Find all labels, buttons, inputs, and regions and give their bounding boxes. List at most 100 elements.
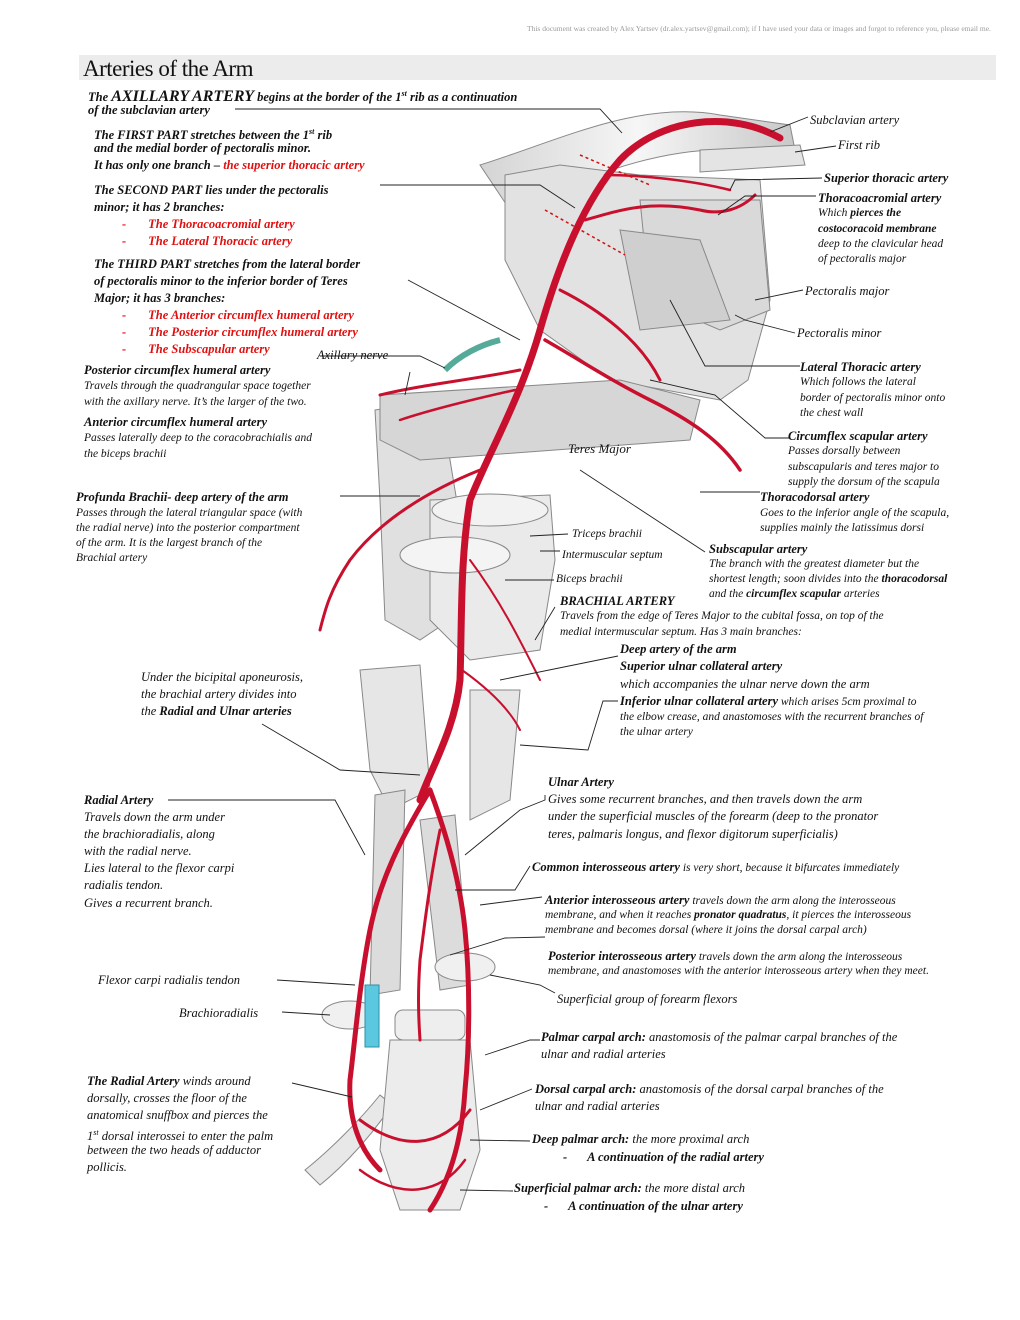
wrist-cut: [394, 1009, 466, 1041]
first-part-line-3: It has only one branch – the superior th…: [94, 158, 365, 172]
label-winds-4: 1st dorsal interossei to enter the palm: [87, 1128, 274, 1144]
intro-line-1: The AXILLARY ARTERY begins at the border…: [88, 88, 518, 106]
inferior-ulnar-collateral-branch: [461, 669, 521, 731]
profunda-brachii-branch: [318, 468, 482, 632]
label-td-desc-1: Goes to the inferior angle of the scapul…: [760, 507, 950, 519]
third-part-branch-2: -The Posterior circumflex humeral artery: [122, 325, 358, 339]
label-intermuscular-septum: Intermuscular septum: [562, 549, 663, 561]
label-bicipital-1: Under the bicipital aponeurosis,: [141, 670, 304, 684]
label-ulnar-desc-1: Gives some recurrent branches, and then …: [548, 792, 863, 806]
label-posterior-circumflex-desc-2: with the axillary nerve. It’s the larger…: [84, 396, 307, 408]
biceps-cut: [399, 536, 511, 574]
label-radial-desc-2: the brachioradialis, along: [84, 827, 215, 841]
radial-artery-path: [347, 787, 433, 1173]
superior-thoracic-branch: [603, 173, 732, 192]
label-posterior-interosseous: Posterior interosseous artery travels do…: [548, 949, 903, 963]
label-td-desc-2: supplies mainly the latissimus dorsi: [760, 522, 925, 534]
label-brachial-branch-3: Inferior ulnar collateral artery which a…: [620, 694, 917, 708]
label-profunda-title: Profunda Brachii- deep artery of the arm: [76, 490, 289, 504]
label-pectoralis-minor: Pectoralis minor: [797, 326, 882, 340]
first-part-line-1: The FIRST PART stretches between the 1st…: [94, 127, 333, 143]
label-subscapular: Subscapular artery: [709, 542, 808, 556]
label-superior-thoracic: Superior thoracic artery: [824, 171, 949, 185]
third-part-line-3: Major; it has 3 branches:: [94, 291, 226, 305]
label-winds-1: The Radial Artery winds around: [87, 1074, 251, 1088]
radius-bone: [369, 789, 406, 996]
label-subclavian: Subclavian artery: [810, 113, 900, 127]
label-anterior-interosseous-desc-1: membrane, and when it reaches pronator q…: [545, 909, 912, 921]
label-brachial-artery: BRACHIAL ARTERY: [560, 594, 675, 608]
label-fcr-tendon: Flexor carpi radialis tendon: [98, 973, 240, 987]
label-deep-palmar-sub: -A continuation of the radial artery: [563, 1150, 764, 1164]
label-common-interosseous: Common interosseous artery is very short…: [532, 860, 900, 874]
label-brachial-branch-2-desc: which accompanies the ulnar nerve down t…: [620, 677, 870, 691]
label-teres-major: Teres Major: [568, 441, 631, 456]
label-superficial-palmar-sub: -A continuation of the ulnar artery: [544, 1199, 743, 1213]
label-brachioradialis: Brachioradialis: [179, 1006, 259, 1020]
label-anterior-circumflex-desc-2: the biceps brachii: [84, 448, 167, 460]
label-dorsal-carpal-arch: Dorsal carpal arch: anastomosis of the d…: [535, 1082, 884, 1096]
elbow-bones: [359, 664, 431, 811]
third-part-branch-3: -The Subscapular artery: [122, 342, 270, 356]
elbow-bones-2: [469, 689, 521, 821]
label-winds-6: pollicis.: [87, 1160, 127, 1174]
label-cs-desc-2: subscapularis and teres major to: [788, 461, 939, 473]
third-part-line-2: of pectoralis minor to the inferior bord…: [94, 274, 348, 288]
second-part-branch-1: -The Thoracoacromial artery: [122, 217, 295, 231]
triceps-cut: [431, 493, 549, 527]
label-brachial-desc-2: medial intermuscular septum. Has 3 main …: [560, 626, 802, 638]
label-circumflex-scapular: Circumflex scapular artery: [788, 429, 928, 443]
label-ulnar-desc-2: under the superficial muscles of the for…: [548, 809, 879, 823]
label-profunda-desc-1: Passes through the lateral triangular sp…: [76, 507, 303, 519]
label-palmar-carpal-arch-2: ulnar and radial arteries: [541, 1047, 666, 1061]
label-ta-desc-3: deep to the clavicular head: [818, 238, 944, 250]
label-anterior-interosseous: Anterior interosseous artery travels dow…: [545, 893, 896, 907]
label-cs-desc-3: supply the dorsum of the scapula: [788, 476, 940, 488]
label-brachial-branch-3-desc-1: the elbow crease, and anastomoses with t…: [620, 711, 924, 723]
second-part-line-2: minor; it has 2 branches:: [94, 200, 225, 214]
label-superficial-group: Superficial group of forearm flexors: [557, 992, 738, 1006]
label-anterior-circumflex-title: Anterior circumflex humeral artery: [84, 415, 267, 429]
label-brachial-desc-1: Travels from the edge of Teres Major to …: [560, 610, 884, 622]
superficial-arch-path: [358, 1158, 467, 1191]
label-bicipital-2: the brachial artery divides into: [141, 687, 297, 701]
third-part-branch-1: -The Anterior circumflex humeral artery: [122, 308, 354, 322]
label-posterior-circumflex-desc-1: Travels through the quadrangular space t…: [84, 380, 311, 392]
page-title: Arteries of the Arm: [83, 56, 253, 81]
posterior-circumflex-branch: [378, 368, 522, 397]
label-ss-desc-1: The branch with the greatest diameter bu…: [709, 558, 920, 570]
label-palmar-carpal-arch: Palmar carpal arch: anastomosis of the p…: [541, 1030, 898, 1044]
label-brachial-branch-2: Superior ulnar collateral artery: [620, 659, 783, 673]
label-ss-desc-2: shortest length; soon divides into the t…: [709, 573, 948, 585]
label-ta-desc-2: costocoracoid membrane: [818, 223, 937, 235]
label-pectoralis-major: Pectoralis major: [805, 284, 890, 298]
second-part-branch-2: -The Lateral Thoracic artery: [122, 234, 293, 248]
label-radial-desc-3: with the radial nerve.: [84, 844, 192, 858]
label-bicipital-3: the Radial and Ulnar arteries: [141, 704, 292, 718]
label-posterior-interosseous-desc: membrane, and anastomoses with the anter…: [548, 965, 929, 977]
artery-tree: [318, 118, 784, 1213]
label-profunda-desc-4: Brachial artery: [76, 552, 148, 564]
label-ulnar-desc-3: teres, palmaris longus, and flexor digit…: [548, 827, 838, 841]
label-axillary-nerve: Axillary nerve: [317, 348, 389, 362]
label-ta-desc-4: of pectoralis major: [818, 253, 907, 265]
thoracoacromial-branch: [583, 193, 757, 222]
label-ulnar-artery-title: Ulnar Artery: [548, 775, 614, 789]
fcr-tendon-shape: [364, 984, 380, 1048]
teres-major-band: [379, 379, 701, 461]
palmar-arch-path: [358, 1108, 472, 1143]
first-rib-shape: [699, 144, 806, 173]
label-biceps-brachii: Biceps brachii: [556, 573, 623, 585]
label-triceps-brachii: Triceps brachii: [572, 528, 642, 540]
label-radial-artery-title: Radial Artery: [84, 793, 154, 807]
subscapular-branch: [543, 338, 742, 472]
label-lt-desc-2: border of pectoralis minor onto: [800, 392, 946, 404]
label-winds-2: dorsally, crosses the floor of the: [87, 1091, 247, 1105]
axillary-nerve-shape: [442, 337, 501, 373]
label-anterior-circumflex-desc-1: Passes laterally deep to the coracobrach…: [84, 432, 313, 444]
second-part-line-1: The SECOND PART lies under the pectorali…: [94, 183, 329, 197]
label-ta-desc-1: Which pierces the: [818, 207, 902, 219]
label-deep-palmar-arch: Deep palmar arch: the more proximal arch: [532, 1132, 750, 1146]
label-profunda-desc-2: the radial nerve) into the posterior com…: [76, 522, 300, 534]
label-lt-desc-1: Which follows the lateral: [800, 376, 916, 388]
